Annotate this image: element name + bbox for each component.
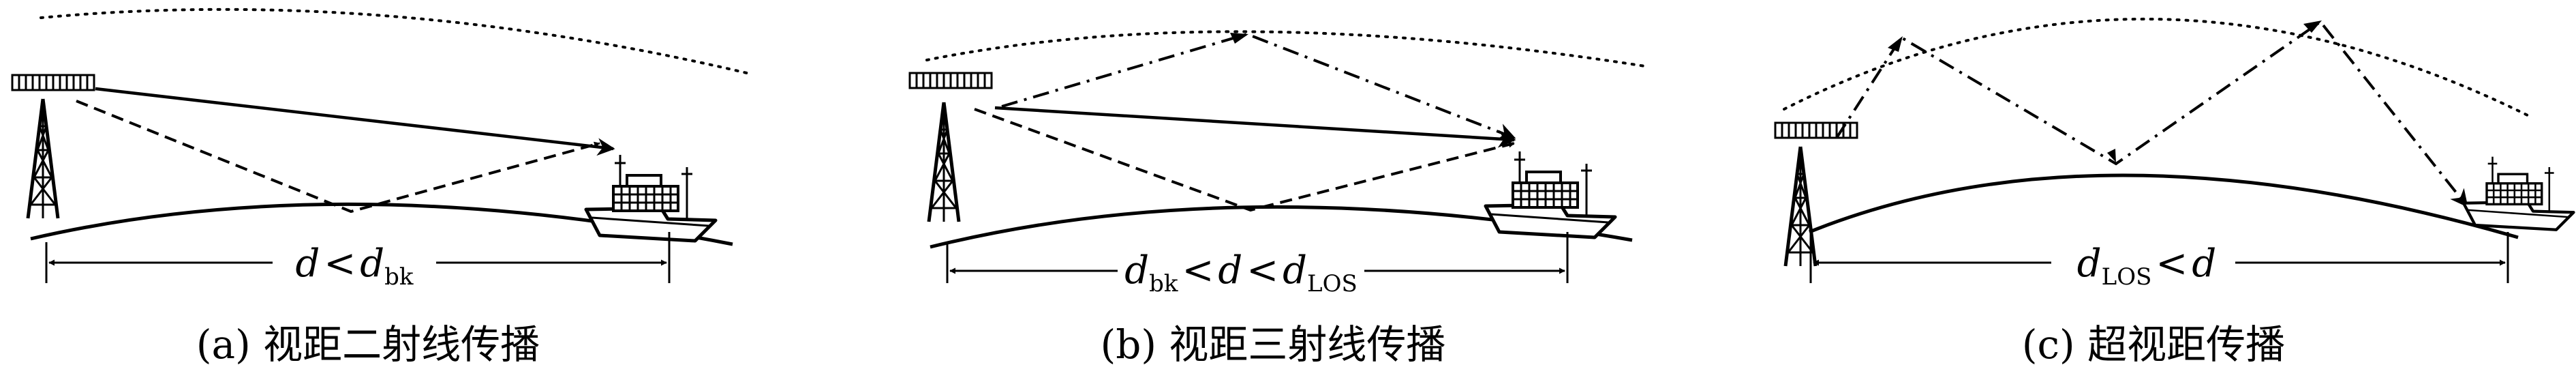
direct-ray	[95, 87, 615, 156]
ship-icon	[1486, 151, 1615, 237]
hop-arrowhead-3	[2303, 20, 2322, 33]
skywave-ray	[1835, 20, 2468, 208]
ground-reflected-ray	[974, 108, 1515, 212]
caption: (c) 超视距传播	[2022, 321, 2285, 368]
antenna-array-icon	[908, 72, 993, 89]
caption: (b) 视距三射线传播	[1101, 321, 1446, 368]
ship-icon	[2464, 157, 2574, 230]
antenna-array-icon	[11, 74, 95, 91]
distance-label: dLOS<d	[2077, 242, 2216, 291]
ionosphere-arc	[40, 8, 751, 75]
sky-reflected-ray	[1001, 32, 1516, 141]
panel-b: dbk<d<dLOS (b) 视距三射线传播	[908, 30, 1651, 368]
distance-label: dbk<d<dLOS	[1124, 248, 1358, 297]
tower-icon	[28, 99, 58, 218]
direct-ray	[994, 106, 1516, 148]
tower-icon	[929, 102, 959, 222]
hop-arrowhead-1	[1888, 36, 1903, 52]
hop-arrowhead-2	[2107, 149, 2116, 162]
distance-label: d<dbk	[295, 242, 413, 291]
caption: (a) 视距二射线传播	[196, 321, 540, 368]
ship-icon	[586, 155, 716, 241]
panel-c: dLOS<d (c) 超视距传播	[1774, 17, 2574, 368]
panel-a: d<dbk (a) 视距二射线传播	[11, 8, 751, 368]
sky-reflection-arrowhead	[1230, 33, 1248, 44]
ionosphere-arc	[925, 30, 1651, 68]
earth-surface	[1809, 173, 2519, 239]
ionosphere-arc	[1783, 17, 2533, 119]
ground-reflected-ray	[76, 100, 600, 214]
